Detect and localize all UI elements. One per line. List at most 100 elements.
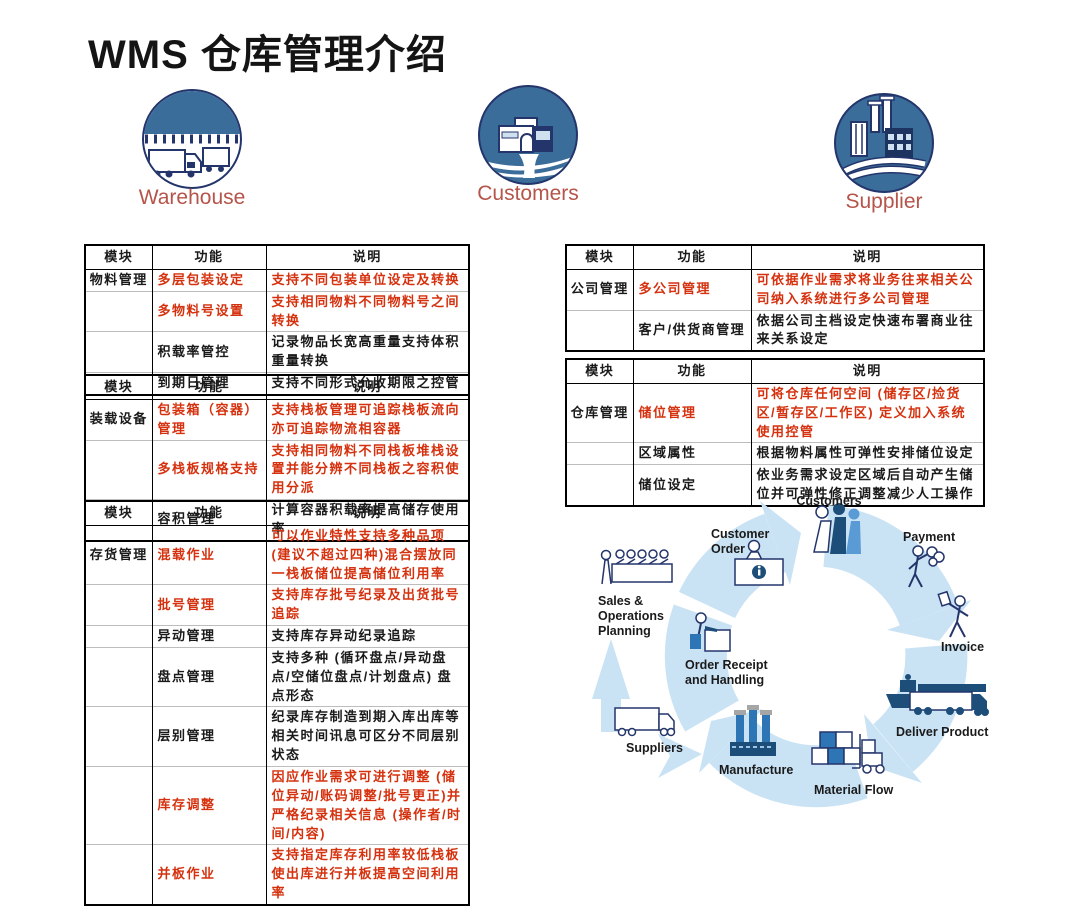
table-row: 存货管理混载作业可以作业特性支持多种品项 (建议不超过四种)混合摆放同一栈板储位…	[85, 525, 469, 585]
table-row: 积载率管控记录物品长宽高重量支持体积重量转换	[85, 331, 469, 373]
column-header: 说明	[265, 375, 469, 400]
table-row: 客户/供货商管理依据公司主档设定快速布署商业往来关系设定	[566, 309, 984, 352]
function-cell: 客户/供货商管理	[632, 309, 751, 352]
table-row: 物料管理多层包装设定支持不同包装单位设定及转换	[85, 269, 469, 292]
function-cell: 多栈板规格支持	[151, 439, 266, 500]
supply-chain-cycle-diagram: Customers Customer Order Payment Invoice…	[588, 494, 1012, 810]
column-header: 功能	[151, 375, 266, 400]
column-header: 说明	[265, 501, 469, 526]
customers-people-icon	[813, 503, 861, 554]
module-cell	[85, 646, 152, 707]
customers-figure: Customers	[466, 84, 590, 206]
payment-icon	[908, 545, 945, 588]
supplier-label: Supplier	[845, 190, 923, 213]
payment-label: Payment	[903, 530, 956, 544]
description-cell: 支持相同物料不同物料号之间转换	[265, 290, 469, 332]
customers-label: Customers	[796, 494, 862, 508]
invoice-icon	[937, 590, 969, 638]
table-row: 批号管理支持库存批号纪录及出货批号追踪	[85, 584, 469, 626]
inventory-management-table: 模块功能说明存货管理混载作业可以作业特性支持多种品项 (建议不超过四种)混合摆放…	[84, 500, 470, 906]
company-management-table: 模块功能说明公司管理多公司管理可依据作业需求将业务往来相关公司纳入系统进行多公司…	[565, 244, 985, 353]
description-cell: 可依据作业需求将业务往来相关公司纳入系统进行多公司管理	[750, 269, 984, 311]
module-table: 模块功能说明仓库管理储位管理可将仓库任何空间 (储存区/捡货区/暂存区/工作区)…	[565, 358, 985, 507]
manufacture-icon	[730, 705, 776, 756]
function-cell: 多公司管理	[632, 269, 751, 311]
material-flow-icon	[811, 731, 885, 774]
warehouse-figure: Warehouse	[130, 88, 254, 210]
description-cell: 可将仓库任何空间 (储存区/捡货区/暂存区/工作区) 定义加入系统使用控管	[750, 383, 984, 443]
table-row: 并板作业支持指定库存利用率较低栈板使出库进行并板提高空间利用率	[85, 844, 469, 905]
table-row: 公司管理多公司管理可依据作业需求将业务往来相关公司纳入系统进行多公司管理	[566, 269, 984, 311]
table-row: 层别管理纪录库存制造到期入库出库等相关时间讯息可区分不同层别状态	[85, 706, 469, 767]
column-header: 功能	[632, 245, 751, 270]
page-title: WMS 仓库管理介绍	[88, 33, 447, 77]
supplier-factory-icon	[834, 93, 934, 193]
description-cell: 支持多种 (循环盘点/异动盘点/空储位盘点/计划盘点) 盘点形态	[265, 646, 469, 707]
description-cell: 因应作业需求可进行调整 (储位异动/账码调整/批号更正)并严格纪录相关信息 (操…	[265, 765, 469, 845]
function-cell: 混载作业	[151, 525, 266, 585]
module-table: 模块功能说明存货管理混载作业可以作业特性支持多种品项 (建议不超过四种)混合摆放…	[84, 500, 470, 906]
description-cell: 支持栈板管理可追踪栈板流向亦可追踪物流相容器	[265, 399, 469, 441]
table-row: 多栈板规格支持支持相同物料不同栈板堆栈设置并能分辨不同栈板之容积使用分派	[85, 439, 469, 500]
order-receipt-icon	[690, 612, 731, 652]
column-header: 功能	[632, 359, 751, 384]
manufacture-label: Manufacture	[719, 763, 794, 777]
module-cell: 存货管理	[89, 546, 148, 562]
column-header: 说明	[265, 245, 469, 270]
function-cell: 异动管理	[151, 625, 266, 648]
module-cell	[566, 309, 633, 352]
function-cell: 包装箱（容器）管理	[151, 399, 266, 441]
module-cell	[85, 331, 152, 373]
column-header: 模块	[85, 375, 152, 400]
column-header: 模块	[566, 359, 633, 384]
function-cell: 批号管理	[151, 584, 266, 626]
function-cell: 区域属性	[632, 442, 751, 465]
function-cell: 层别管理	[151, 706, 266, 767]
warehouse-icon	[142, 89, 242, 189]
table-row: 异动管理支持库存异动纪录追踪	[85, 625, 469, 648]
deliver-product-icon	[886, 674, 989, 716]
slide: WMS 仓库管理介绍 Warehouse	[84, 33, 1012, 906]
module-cell	[85, 844, 152, 905]
table-row: 多物料号设置支持相同物料不同物料号之间转换	[85, 290, 469, 332]
customers-label: Customers	[477, 182, 579, 205]
table-row: 仓库管理储位管理可将仓库任何空间 (储存区/捡货区/暂存区/工作区) 定义加入系…	[566, 383, 984, 443]
table-row: 盘点管理支持多种 (循环盘点/异动盘点/空储位盘点/计划盘点) 盘点形态	[85, 646, 469, 707]
column-header: 功能	[151, 245, 266, 270]
material-flow-label: Material Flow	[814, 783, 894, 797]
description-cell: 纪录库存制造到期入库出库等相关时间讯息可区分不同层别状态	[265, 706, 469, 767]
table-row: 库存调整因应作业需求可进行调整 (储位异动/账码调整/批号更正)并严格纪录相关信…	[85, 765, 469, 845]
description-cell: 依业务需求设定区域后自动产生储位并可弹性修正调整减少人工操作	[750, 464, 984, 506]
module-cell	[85, 625, 152, 648]
description-cell: 支持库存异动纪录追踪	[265, 625, 469, 648]
invoice-label: Invoice	[941, 640, 985, 654]
customer-order-label: Customer Order	[711, 527, 770, 556]
bottom-left-arrow	[658, 734, 702, 778]
module-cell: 仓库管理	[570, 404, 629, 420]
deliver-product-label: Deliver Product	[896, 725, 989, 739]
function-cell: 并板作业	[151, 844, 266, 905]
module-table: 模块功能说明公司管理多公司管理可依据作业需求将业务往来相关公司纳入系统进行多公司…	[565, 244, 985, 353]
cycle-arrows-graphic	[592, 501, 989, 808]
module-cell: 装载设备	[89, 411, 148, 427]
description-cell: 根据物料属性可弹性安排储位设定	[750, 442, 984, 465]
customers-store-icon	[478, 85, 578, 185]
module-cell: 物料管理	[89, 271, 148, 287]
module-cell: 公司管理	[570, 281, 629, 297]
description-cell: 支持库存批号纪录及出货批号追踪	[265, 584, 469, 626]
column-header: 模块	[85, 501, 152, 526]
warehouse-management-table: 模块功能说明仓库管理储位管理可将仓库任何空间 (储存区/捡货区/暂存区/工作区)…	[565, 358, 985, 507]
function-cell: 储位设定	[632, 464, 751, 506]
function-cell: 多层包装设定	[151, 269, 266, 292]
description-cell: 记录物品长宽高重量支持体积重量转换	[265, 331, 469, 373]
sales-ops-planning-icon	[600, 549, 673, 585]
column-header: 说明	[750, 359, 984, 384]
description-cell: 支持相同物料不同栈板堆栈设置并能分辨不同栈板之容积使用分派	[265, 439, 469, 500]
customer-order-icon	[734, 539, 784, 586]
description-cell: 依据公司主档设定快速布署商业往来关系设定	[750, 309, 984, 352]
table-row: 储位设定依业务需求设定区域后自动产生储位并可弹性修正调整减少人工操作	[566, 464, 984, 506]
function-cell: 积载率管控	[151, 331, 266, 373]
table-row: 装载设备包装箱（容器）管理支持栈板管理可追踪栈板流向亦可追踪物流相容器	[85, 399, 469, 441]
module-cell	[85, 584, 152, 626]
sales-ops-label: Sales & Operations Planning	[598, 594, 664, 638]
